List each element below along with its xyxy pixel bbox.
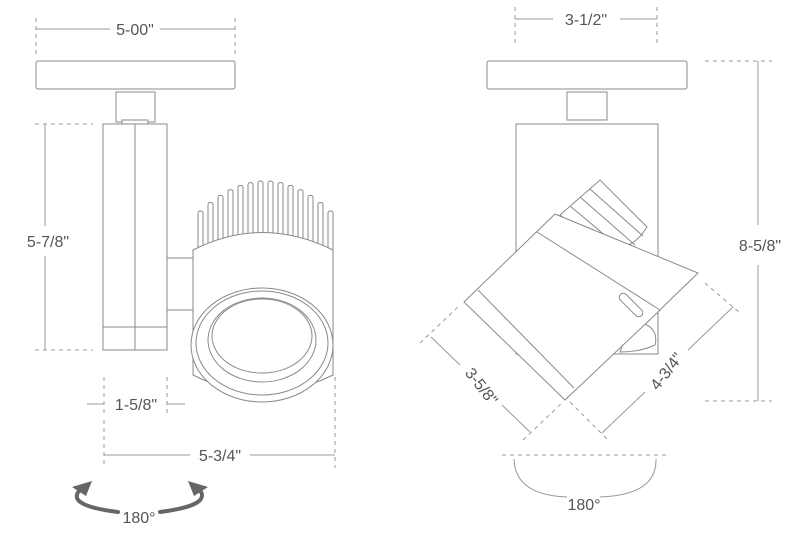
head-body bbox=[463, 213, 699, 401]
track-adapter bbox=[35, 60, 236, 90]
lens-bezel bbox=[190, 287, 334, 403]
heatsink-fin bbox=[317, 201, 324, 251]
dimension-width-body: 3-1/2" bbox=[514, 7, 658, 47]
dimension-width-adapter: 5-00" bbox=[35, 18, 236, 54]
dimension-overall-height: 8-5/8" bbox=[705, 60, 781, 402]
dimension-body-depth: 1-5/8" bbox=[87, 377, 185, 414]
track-adapter bbox=[486, 60, 688, 90]
dim-label-8-5-8: 8-5/8" bbox=[739, 238, 781, 255]
heatsink-fin bbox=[197, 210, 204, 251]
dim-label-1-5-8: 1-5/8" bbox=[115, 397, 157, 414]
dimension-height-body: 5-7/8" bbox=[27, 123, 93, 351]
adapter-neck bbox=[115, 91, 156, 123]
front-view: 3-1/2" 8-5/8" 3-5/8" bbox=[419, 7, 781, 514]
knuckle bbox=[166, 257, 194, 311]
dim-label-5-3-4: 5-3/4" bbox=[199, 448, 241, 465]
dim-label-5-00: 5-00" bbox=[116, 22, 154, 39]
adapter-neck bbox=[566, 91, 608, 121]
dim-label-4-3-4: 4-3/4" bbox=[648, 350, 687, 394]
dim-label-5-7-8: 5-7/8" bbox=[27, 234, 69, 251]
dimension-overall-depth: 5-3/4" bbox=[103, 377, 336, 468]
side-view: 5-00" 5-7/8" 1-5/8" bbox=[27, 18, 336, 527]
lens bbox=[207, 297, 317, 383]
rotation-label: 180° bbox=[122, 510, 155, 527]
tilt-angle: 180° bbox=[502, 454, 668, 514]
dim-label-3-5-8: 3-5/8" bbox=[461, 365, 500, 409]
tilt-label: 180° bbox=[567, 497, 600, 514]
tilt-knob bbox=[618, 292, 644, 318]
rotation-arrow-icon: 180° bbox=[72, 481, 208, 527]
heatsink-fin bbox=[327, 210, 334, 251]
dim-label-3-1-2: 3-1/2" bbox=[565, 12, 607, 29]
